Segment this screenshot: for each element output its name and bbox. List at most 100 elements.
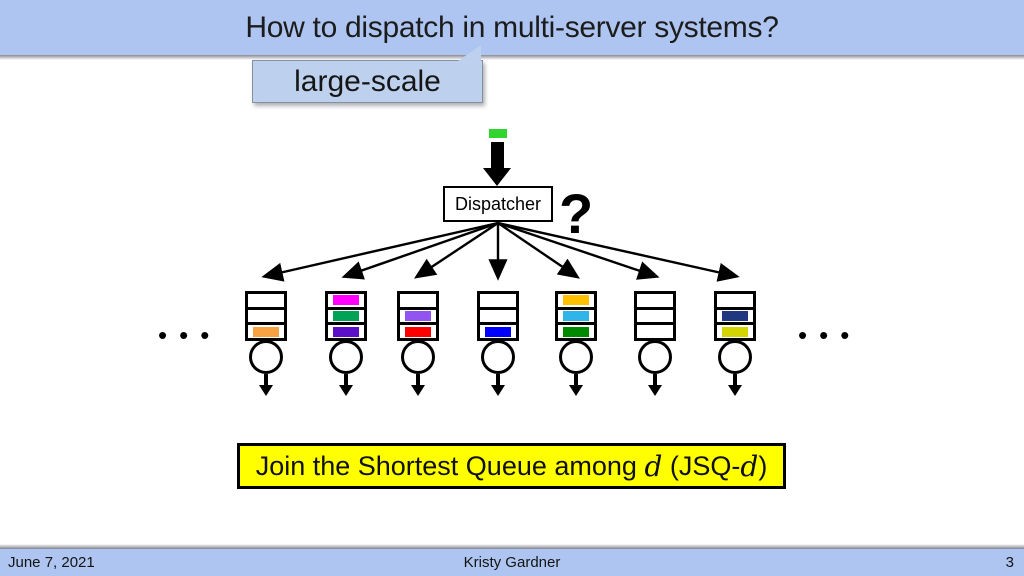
large-scale-callout: large-scale: [252, 45, 483, 103]
queue: [397, 291, 439, 397]
queue-slot: [328, 310, 364, 326]
server-exit-arrow-head: [728, 385, 742, 396]
incoming-arrow-head: [483, 168, 511, 186]
queue-box: [477, 291, 519, 341]
footer-page-number: 3: [1005, 554, 1014, 571]
queue-slot: [480, 294, 516, 310]
queue-slot: [717, 294, 753, 310]
job-block: [253, 326, 279, 337]
queue: [555, 291, 597, 397]
queue-slot: [558, 294, 594, 310]
queue-box: [714, 291, 756, 341]
dispatcher-label: Dispatcher: [454, 193, 542, 214]
server-circle: [559, 340, 593, 374]
dispatch-arrow: [497, 221, 740, 282]
server-exit-arrow: [496, 374, 500, 386]
job-block: [722, 326, 748, 337]
queue-slot: [717, 325, 753, 338]
job-block: [563, 311, 589, 321]
dispatch-arrow: [497, 222, 580, 279]
job-block: [485, 326, 511, 337]
job-block: [563, 326, 589, 337]
incoming-arrow: [491, 142, 504, 169]
queue-slot: [637, 294, 673, 310]
server-exit-arrow-head: [339, 385, 353, 396]
queue-slot: [400, 294, 436, 310]
footer-date: June 7, 2021: [8, 554, 95, 571]
job-block: [333, 326, 359, 337]
queue-box: [397, 291, 439, 341]
queue-slot: [637, 310, 673, 326]
queue: [634, 291, 676, 397]
server-circle: [481, 340, 515, 374]
footer-shadow: [0, 544, 1024, 549]
dispatcher-box: Dispatcher: [443, 186, 553, 222]
queue-box: [555, 291, 597, 341]
job-block: [405, 326, 431, 337]
jsq-d-symbol: d: [644, 449, 663, 483]
queue-slot: [248, 294, 284, 310]
server-exit-arrow-head: [491, 385, 505, 396]
dispatch-arrow: [341, 221, 499, 280]
dispatch-arrow: [497, 221, 660, 280]
queue-slot: [480, 310, 516, 326]
queue-box: [245, 291, 287, 341]
server-exit-arrow: [264, 374, 268, 386]
queue-box: [325, 291, 367, 341]
queue-slot: [717, 310, 753, 326]
queue-box: [634, 291, 676, 341]
jsq-text-mid: (JSQ-: [662, 450, 741, 481]
title-bar: How to dispatch in multi-server systems?: [0, 0, 1024, 55]
jsq-text-prefix: Join the Shortest Queue among: [255, 450, 645, 481]
callout-label: large-scale: [294, 64, 441, 98]
title-bar-shadow: [0, 55, 1024, 60]
queue: [245, 291, 287, 397]
server-circle: [638, 340, 672, 374]
dispatch-arrow: [261, 221, 499, 282]
queue-slot: [248, 325, 284, 338]
slide-title: How to dispatch in multi-server systems?: [245, 10, 779, 44]
queue-slot: [328, 325, 364, 338]
server-circle: [718, 340, 752, 374]
queue: [325, 291, 367, 397]
server-circle: [329, 340, 363, 374]
job-block: [563, 295, 589, 306]
jsq-d-symbol-2: d: [740, 449, 759, 483]
server-exit-arrow-head: [569, 385, 583, 396]
server-exit-arrow: [653, 374, 657, 386]
dispatch-arrow: [413, 221, 499, 279]
server-exit-arrow: [344, 374, 348, 386]
job-block: [333, 311, 359, 321]
footer: June 7, 2021 Kristy Gardner 3: [0, 549, 1024, 576]
queue-slot: [480, 325, 516, 338]
server-exit-arrow: [574, 374, 578, 386]
server-exit-arrow: [416, 374, 420, 386]
job-block: [333, 295, 359, 306]
server-circle: [401, 340, 435, 374]
queue: [477, 291, 519, 397]
jsq-text-suffix: ): [758, 450, 768, 481]
queue-slot: [400, 325, 436, 338]
question-mark: ?: [559, 182, 594, 245]
ellipsis-left: •••: [158, 320, 222, 350]
queue: [714, 291, 756, 397]
queue-slot: [328, 294, 364, 310]
server-exit-arrow: [733, 374, 737, 386]
server-circle: [249, 340, 283, 374]
server-exit-arrow-head: [259, 385, 273, 396]
jsq-banner: Join the Shortest Queue among d (JSQ-d): [237, 443, 786, 489]
queue-slot: [558, 325, 594, 338]
incoming-job: [489, 129, 507, 138]
queue-slot: [558, 310, 594, 326]
callout-tail: [458, 45, 481, 61]
server-exit-arrow-head: [648, 385, 662, 396]
footer-author: Kristy Gardner: [463, 554, 561, 571]
queue-slot: [248, 310, 284, 326]
ellipsis-right: •••: [798, 320, 862, 350]
server-exit-arrow-head: [411, 385, 425, 396]
job-block: [722, 311, 748, 321]
queue-slot: [400, 310, 436, 326]
